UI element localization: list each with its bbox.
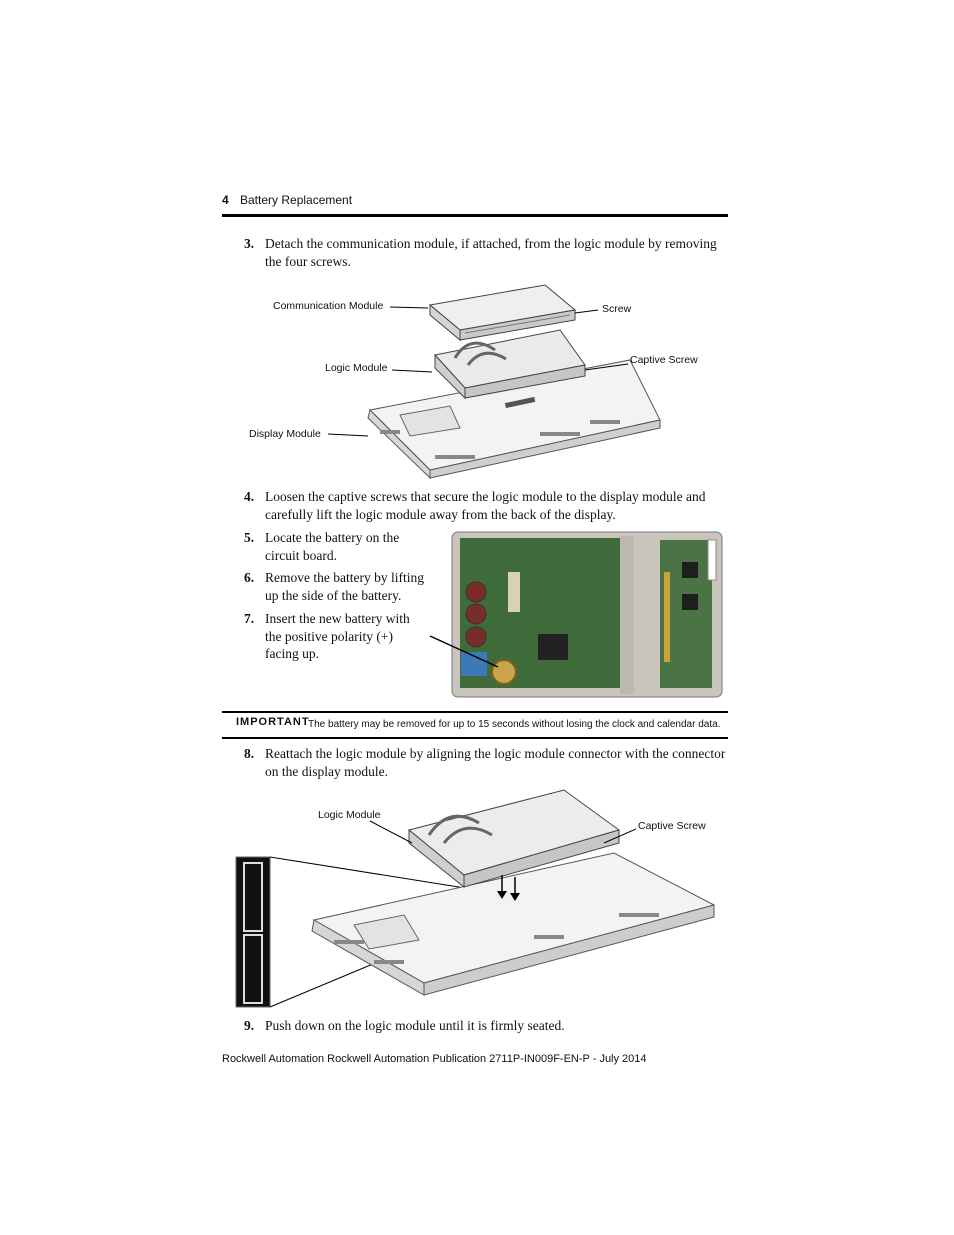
step-7: 7. Insert the new battery with the posit… [244,610,424,664]
circuit-board-photo [429,531,723,698]
page-number: 4 [222,193,229,207]
communication-module-illustration [428,284,577,342]
callout-captive-screw-2: Captive Screw [638,820,706,832]
step-8: 8. Reattach the logic module by aligning… [244,745,728,781]
step-6: 6. Remove the battery by lifting up the … [244,569,424,605]
important-bottom-rule [222,737,728,739]
important-label: IMPORTANT [236,716,310,728]
step-number: 3. [244,236,255,251]
module-assembly-figure [327,284,661,480]
logic-module-illustration [434,329,586,409]
step-number: 7. [244,611,255,626]
important-text: The battery may be removed for up to 15 … [308,719,721,730]
step-4: 4. Loosen the captive screws that secure… [244,488,728,524]
callout-logic-module-2: Logic Module [318,809,381,821]
step-5: 5. Locate the battery on the circuit boa… [244,529,424,565]
important-top-rule [222,711,728,713]
step-number: 8. [244,746,255,761]
step-text: Loosen the captive screws that secure th… [265,489,706,522]
step-number: 5. [244,530,255,545]
callout-communication-module: Communication Module [273,300,384,312]
step-number: 4. [244,489,255,504]
page-footer: Rockwell Automation Rockwell Automation … [222,1053,647,1065]
display-module-illustration [367,359,661,480]
step-text: Remove the battery by lifting up the sid… [265,570,424,603]
step-9: 9. Push down on the logic module until i… [244,1017,728,1035]
step-number: 6. [244,570,255,585]
callout-display-module: Display Module [249,428,321,440]
callout-logic-module: Logic Module [325,362,388,374]
step-text: Push down on the logic module until it i… [265,1018,565,1033]
step-text: Locate the battery on the circuit board. [265,530,400,563]
callout-captive-screw: Captive Screw [630,354,698,366]
reattach-figure [235,789,716,1008]
step-text: Detach the communication module, if atta… [265,236,717,269]
callout-screw: Screw [602,303,632,315]
step-3: 3. Detach the communication module, if a… [244,235,728,271]
header-rule [222,214,728,217]
step-number: 9. [244,1018,255,1033]
section-title: Battery Replacement [240,193,353,207]
step-text: Insert the new battery with the positive… [265,611,410,661]
step-text: Reattach the logic module by aligning th… [265,746,726,779]
